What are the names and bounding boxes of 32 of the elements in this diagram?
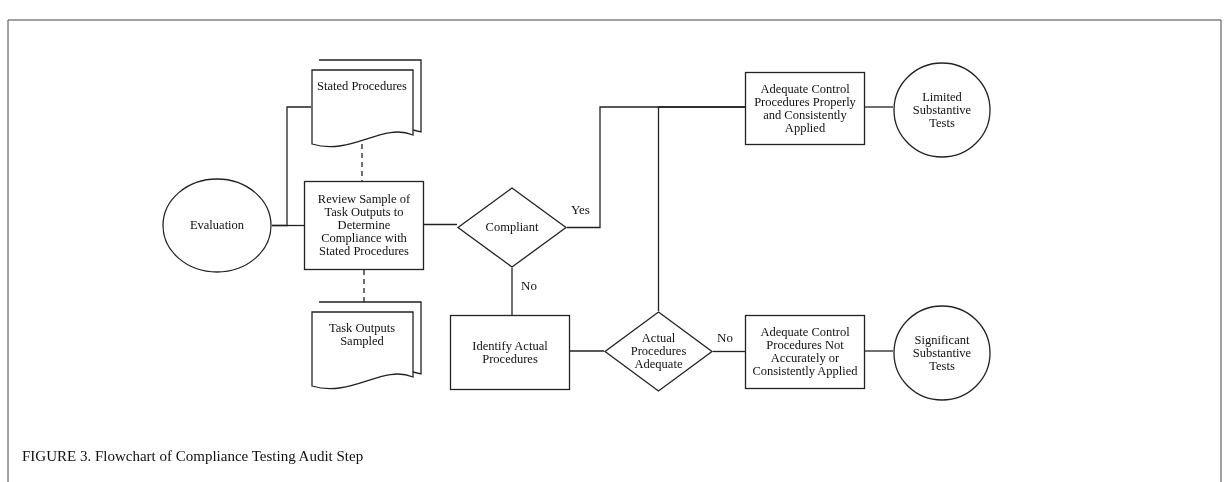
process-box: [304, 181, 424, 270]
terminal-ellipse: [162, 178, 272, 273]
node-text: Significant Substantive Tests: [911, 333, 973, 373]
edge-label: No: [716, 331, 734, 345]
connector-line: [511, 267, 513, 316]
terminal-ellipse: [893, 305, 991, 401]
node-text: Compliant: [485, 221, 539, 234]
process-box: [450, 315, 570, 390]
node-text: Evaluation: [189, 219, 245, 232]
node-text: Adequate Control Procedures Not Accurately or Consistently Applied: [751, 326, 859, 378]
connector-line: [864, 106, 894, 108]
connector-line: [864, 350, 894, 352]
figure-caption: FIGURE 3. Flowchart of Compliance Testing Audit Step: [22, 448, 364, 465]
node-text: Adequate Control Procedures Properly and Consistently Applied: [753, 82, 857, 135]
connector-line: [423, 223, 458, 226]
connector-line: [712, 350, 746, 353]
process-box: [745, 72, 865, 145]
connector-line: [271, 106, 312, 227]
node-text: Identify Actual Procedures: [471, 339, 549, 366]
process-box: [745, 315, 865, 389]
connector-line: [569, 350, 605, 352]
connector-line: [657, 106, 746, 312]
decision-diamond: [457, 187, 567, 268]
node-text: Stated Procedures: [317, 80, 407, 93]
edge-label: Yes: [570, 203, 591, 217]
node-text: Review Sample of Task Outputs to Determine Compliance with Stated Procedures: [316, 193, 412, 258]
terminal-ellipse: [893, 62, 991, 158]
node-text: Actual Procedures Adequate: [629, 332, 688, 371]
node-text: Task Outputs Sampled: [327, 322, 397, 348]
edge-label: No: [520, 279, 538, 293]
decision-diamond: [604, 311, 713, 392]
node-text: Limited Substantive Tests: [911, 90, 973, 130]
